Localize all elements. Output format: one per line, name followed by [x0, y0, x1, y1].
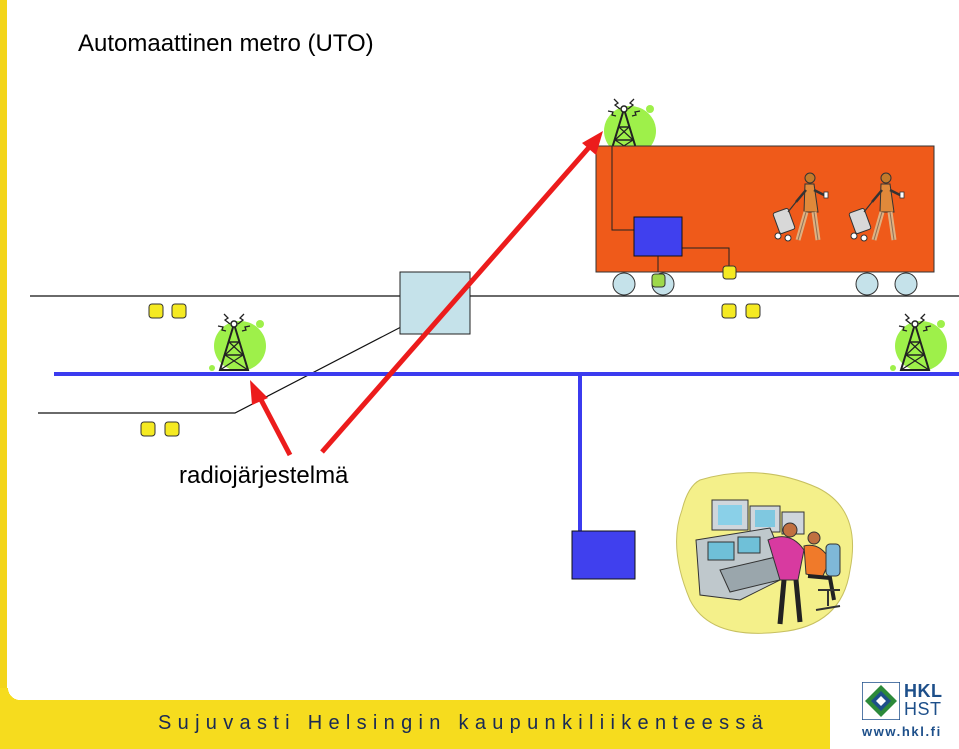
- footer-slogan: Sujuvasti Helsingin kaupunkiliikenteessä: [158, 712, 769, 735]
- balise-pair-1: [149, 304, 186, 318]
- arrow-to-mast: [258, 394, 290, 455]
- radio-mast-icon: [890, 314, 947, 371]
- hkl-logo[interactable]: HKL HST www.hkl.fi: [862, 682, 948, 742]
- logo-text-hst: HST: [904, 699, 942, 720]
- hkl-logo-icon: [862, 682, 900, 720]
- train-antenna-reader: [652, 274, 665, 287]
- control-room-operators-icon: [677, 473, 853, 634]
- arrow-to-train: [322, 144, 592, 452]
- train-wheel: [856, 273, 878, 295]
- control-center-unit: [572, 531, 635, 579]
- radio-system-label: radiojärjestelmä: [179, 462, 348, 490]
- train-wheel: [895, 273, 917, 295]
- onboard-unit: [634, 217, 682, 256]
- radio-mast-icon: [209, 314, 266, 371]
- balise-pair-2: [141, 422, 179, 436]
- train-balise-reader: [723, 266, 736, 279]
- train-wheel: [613, 273, 635, 295]
- metro-train: [596, 146, 934, 295]
- footer-url-link[interactable]: www.hkl.fi: [862, 724, 942, 739]
- balise-pair-3: [722, 304, 760, 318]
